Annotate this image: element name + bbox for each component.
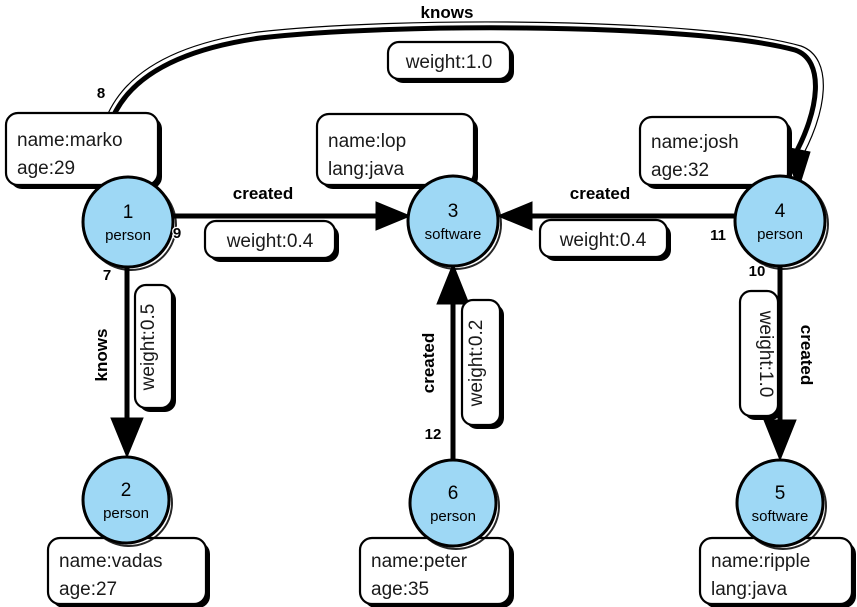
weight-label: weight:0.4 — [559, 230, 647, 251]
weight-box-edge-10-bg — [738, 289, 780, 418]
weight-label: weight:1.0 — [755, 310, 776, 398]
property-line: age:35 — [371, 579, 429, 600]
weight-box-edge-8: weight:1.0 — [386, 40, 514, 83]
edge-10-label: created — [797, 325, 816, 385]
node-2-id: 2 — [121, 480, 132, 501]
property-box-node-3: name:lop lang:java — [315, 112, 478, 189]
weight-label: weight:0.4 — [226, 231, 314, 252]
node-5-id: 5 — [775, 483, 786, 504]
property-line: name:josh — [651, 132, 739, 153]
weight-box-edge-9-bg — [203, 219, 337, 260]
weight-box-edge-9: weight:0.4 — [203, 219, 339, 262]
node-6-label: person — [430, 508, 476, 525]
edge-11-id: 11 — [710, 227, 726, 244]
property-box-node-1: name:marko age:29 — [4, 111, 162, 189]
property-line: name:ripple — [711, 551, 810, 572]
weight-box-edge-7: weight:0.5 — [133, 283, 176, 412]
property-line: age:29 — [17, 158, 75, 179]
edge-10-arrowhead — [763, 419, 797, 462]
edge-12-id: 12 — [425, 426, 442, 443]
weight-box-edge-8-bg — [386, 40, 512, 81]
property-line: lang:java — [711, 579, 787, 600]
node-3-label: software — [425, 226, 482, 243]
edge-11-label: created — [570, 184, 630, 203]
node-1-label: person — [105, 227, 151, 244]
edge-labels-layer: knows 8 created 9 created 11 knows 7 cre… — [91, 2, 818, 445]
property-line: name:vadas — [59, 551, 163, 572]
edge-9-label: created — [233, 184, 293, 203]
property-line: age:32 — [651, 160, 709, 181]
weight-label: weight:0.2 — [466, 320, 487, 408]
node-6-id: 6 — [448, 483, 459, 504]
node-3-id: 3 — [448, 201, 459, 222]
node-4-circle — [733, 174, 827, 268]
property-box-node-6: name:peter age:35 — [358, 536, 514, 607]
edge-10-id: 10 — [749, 263, 766, 280]
edge-9-arrowhead — [375, 201, 412, 231]
node-2-circle — [81, 455, 171, 545]
edge-7-id: 7 — [103, 267, 111, 284]
node-4-label: person — [757, 226, 803, 243]
node-1-id: 1 — [123, 202, 134, 223]
edge-8-id: 8 — [97, 85, 105, 102]
edge-8-label: knows — [421, 3, 474, 22]
edge-11-created[interactable] — [496, 201, 735, 231]
node-5-label: software — [752, 508, 809, 525]
weight-box-edge-12: weight:0.2 — [460, 298, 504, 429]
edge-8-path-outline — [95, 21, 824, 188]
property-box-node-4: name:josh age:32 — [638, 115, 792, 189]
node-5[interactable]: 5 software — [735, 458, 827, 550]
weight-box-edge-11-bg — [538, 218, 669, 259]
node-1[interactable]: 1 person — [81, 175, 177, 271]
node-6-circle — [408, 458, 498, 548]
weight-label: weight:0.5 — [138, 304, 159, 392]
edge-11-arrowhead — [496, 201, 533, 231]
property-line: name:lop — [328, 131, 406, 152]
property-line: name:marko — [17, 130, 123, 151]
property-boxes-layer: name:marko age:29 name:lop lang:java nam… — [4, 111, 856, 607]
weight-box-edge-10: weight:1.0 — [738, 289, 782, 420]
edge-7-arrowhead — [110, 417, 144, 459]
edge-9-created[interactable] — [173, 201, 412, 231]
edge-8-path — [99, 25, 818, 187]
edge-12-created[interactable] — [436, 262, 470, 462]
property-line: age:27 — [59, 579, 117, 600]
property-box-node-3-bg — [315, 112, 476, 187]
weight-boxes-layer: weight:1.0 weight:0.4 weight:0.4 weight:… — [133, 40, 782, 429]
property-line: lang:java — [328, 159, 404, 180]
edge-12-label: created — [419, 333, 438, 393]
node-6[interactable]: 6 person — [408, 458, 500, 550]
property-line: name:peter — [371, 551, 468, 572]
property-box-node-5: name:ripple lang:java — [698, 536, 856, 607]
node-4[interactable]: 4 person — [733, 174, 829, 270]
node-2-label: person — [103, 505, 149, 522]
edge-7-knows[interactable] — [110, 265, 144, 459]
weight-label: weight:1.0 — [405, 52, 493, 73]
node-3-circle — [406, 174, 500, 268]
property-box-node-1-bg — [4, 111, 160, 187]
nodes-layer: 1 person 3 software 4 person 2 person — [81, 174, 829, 550]
node-2[interactable]: 2 person — [81, 455, 173, 547]
edge-7-label: knows — [92, 329, 111, 382]
property-box-node-2: name:vadas age:27 — [46, 536, 210, 607]
weight-box-edge-11: weight:0.4 — [538, 218, 671, 261]
node-1-circle — [81, 175, 175, 269]
edge-12-arrowhead — [436, 262, 470, 305]
node-5-circle — [735, 458, 825, 548]
node-3[interactable]: 3 software — [406, 174, 502, 270]
property-box-node-4-bg — [638, 115, 790, 187]
weight-box-edge-12-bg — [460, 298, 502, 427]
edge-9-id: 9 — [173, 225, 181, 242]
node-4-id: 4 — [775, 201, 786, 222]
weight-box-edge-7-bg — [133, 283, 174, 410]
